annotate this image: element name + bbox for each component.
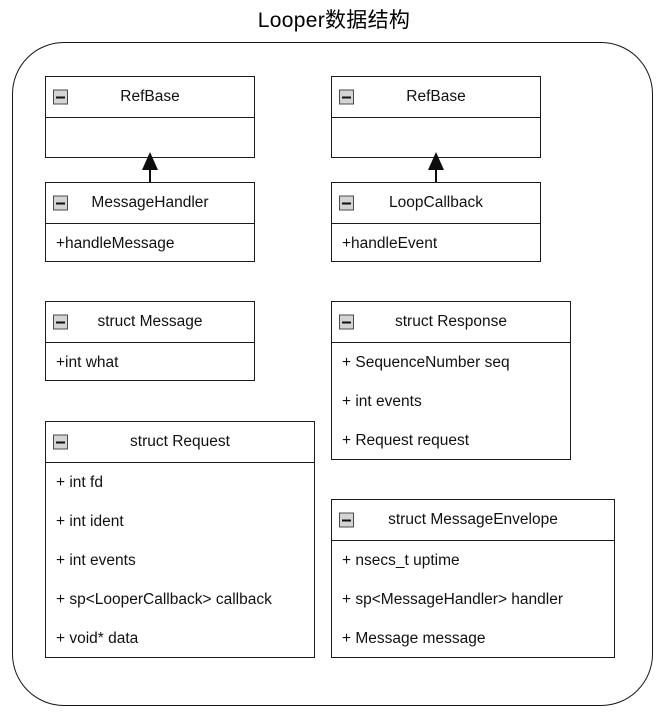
arrow-shaft xyxy=(149,160,151,182)
class-name: struct Response xyxy=(395,313,507,330)
class-name: RefBase xyxy=(406,88,466,105)
arrow-shaft xyxy=(435,160,437,182)
class-header: struct MessageEnvelope xyxy=(332,500,614,541)
class-box-message-handler[interactable]: MessageHandler +handleMessage xyxy=(45,182,255,262)
class-member: + Request request xyxy=(342,431,470,449)
class-member: +handleMessage xyxy=(56,234,175,252)
collapse-minus-icon[interactable] xyxy=(53,314,68,330)
class-member: + sp<LooperCallback> callback xyxy=(56,590,272,608)
class-header: MessageHandler xyxy=(46,183,254,224)
class-member: + int events xyxy=(342,392,422,410)
class-member: + int ident xyxy=(56,512,124,530)
collapse-minus-icon[interactable] xyxy=(53,195,68,211)
class-members: +handleMessage xyxy=(46,224,254,263)
collapse-minus-icon[interactable] xyxy=(53,434,68,450)
class-header: struct Response xyxy=(332,302,570,343)
class-member: + int fd xyxy=(56,473,103,491)
class-name: RefBase xyxy=(120,88,180,105)
class-header: LoopCallback xyxy=(332,183,540,224)
collapse-minus-icon[interactable] xyxy=(339,314,354,330)
class-box-refbase-right[interactable]: RefBase xyxy=(331,76,541,158)
class-member: + void* data xyxy=(56,629,139,647)
collapse-minus-icon[interactable] xyxy=(339,512,354,528)
class-member: + Message message xyxy=(342,629,486,647)
class-box-refbase-left[interactable]: RefBase xyxy=(45,76,255,158)
class-members: + SequenceNumber seq + int events + Requ… xyxy=(332,343,570,460)
class-name: LoopCallback xyxy=(389,194,483,211)
class-name: struct Request xyxy=(130,433,230,450)
class-header: struct Message xyxy=(46,302,254,343)
generalization-arrow-loopcallback-refbase xyxy=(428,152,444,182)
generalization-arrow-messagehandler-refbase xyxy=(142,152,158,182)
diagram-outer-frame xyxy=(12,42,653,706)
collapse-minus-icon[interactable] xyxy=(53,89,68,105)
class-name: struct MessageEnvelope xyxy=(388,511,558,528)
arrow-head-icon xyxy=(142,152,158,170)
class-member: + sp<MessageHandler> handler xyxy=(342,590,564,608)
class-box-struct-message-envelope[interactable]: struct MessageEnvelope + nsecs_t uptime … xyxy=(331,499,615,658)
class-member: + SequenceNumber seq xyxy=(342,353,510,371)
class-header: RefBase xyxy=(332,77,540,118)
class-name: MessageHandler xyxy=(91,194,209,211)
class-member: + int events xyxy=(56,551,136,569)
class-member: +handleEvent xyxy=(342,234,438,252)
class-members: +handleEvent xyxy=(332,224,540,263)
class-members: +int what xyxy=(46,343,254,382)
class-header: struct Request xyxy=(46,422,314,463)
class-box-loop-callback[interactable]: LoopCallback +handleEvent xyxy=(331,182,541,262)
class-members: + nsecs_t uptime + sp<MessageHandler> ha… xyxy=(332,541,614,658)
class-box-struct-message[interactable]: struct Message +int what xyxy=(45,301,255,381)
page-title: Looper数据结构 xyxy=(257,9,411,32)
collapse-minus-icon[interactable] xyxy=(339,89,354,105)
class-box-struct-request[interactable]: struct Request + int fd + int ident + in… xyxy=(45,421,315,658)
class-member: +int what xyxy=(56,353,119,371)
collapse-minus-icon[interactable] xyxy=(339,195,354,211)
class-box-struct-response[interactable]: struct Response + SequenceNumber seq + i… xyxy=(331,301,571,460)
class-header: RefBase xyxy=(46,77,254,118)
class-members: + int fd + int ident + int events + sp<L… xyxy=(46,463,314,658)
arrow-head-icon xyxy=(428,152,444,170)
class-name: struct Message xyxy=(97,313,203,330)
class-member: + nsecs_t uptime xyxy=(342,551,460,569)
